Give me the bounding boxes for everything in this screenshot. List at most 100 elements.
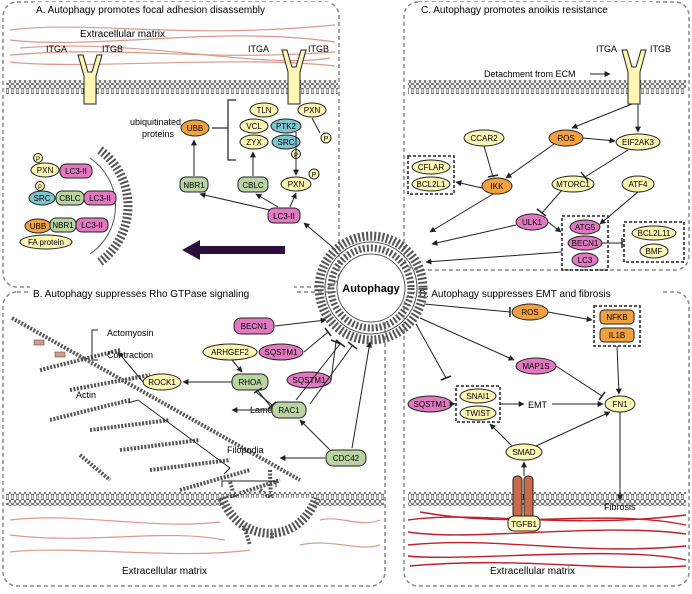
- ubiquitinated-label-1: ubiquitinated: [130, 117, 181, 127]
- panel-c-title: C. Autophagy promotes anoikis resistance: [421, 5, 608, 16]
- svg-text:P: P: [324, 136, 329, 143]
- svg-text:BCL2L1: BCL2L1: [417, 180, 446, 189]
- node-rac1: [271, 401, 307, 419]
- svg-text:FA protein: FA protein: [28, 238, 64, 247]
- node-lc3-a: [267, 207, 301, 224]
- panel-d-membrane: [408, 492, 686, 506]
- svg-text:TWIST: TWIST: [466, 409, 491, 418]
- panel-a-ecm-fibrils: [9, 24, 336, 67]
- svg-text:LC3-II: LC3-II: [89, 194, 111, 203]
- svg-text:ATF4: ATF4: [629, 180, 649, 189]
- node-smad: [505, 443, 543, 461]
- svg-text:PXN: PXN: [37, 166, 54, 175]
- panel-b-arrows: [117, 317, 373, 461]
- svg-text:RHOA: RHOA: [238, 378, 262, 387]
- svg-text:IL1B: IL1B: [609, 331, 625, 340]
- phagophore-arc: [97, 146, 133, 266]
- node-bcl2l1: [411, 176, 451, 192]
- svg-text:ROS: ROS: [557, 134, 574, 143]
- svg-text:BMF: BMF: [646, 247, 663, 256]
- svg-text:LC3-II: LC3-II: [273, 212, 295, 221]
- panel-b-membrane: [6, 492, 384, 506]
- svg-text:MTORC1: MTORC1: [556, 180, 590, 189]
- node-pxn: [280, 176, 312, 192]
- node-vcl: [239, 118, 269, 134]
- panel-b-ecm-label: Extracellular matrix: [122, 566, 207, 577]
- myosin-bundle: [33, 339, 45, 346]
- actomyosin-label-2: Contraction: [107, 350, 153, 360]
- svg-text:BECN1: BECN1: [241, 322, 268, 331]
- node-nfkb: [599, 309, 635, 325]
- svg-text:CDC42: CDC42: [333, 454, 360, 463]
- panel-d-ecm-fibrils: [407, 511, 687, 569]
- svg-text:UBB: UBB: [187, 124, 203, 133]
- svg-text:P: P: [36, 157, 40, 163]
- node-bcl2l11: [631, 225, 677, 241]
- panel-d-frame: [403, 291, 690, 587]
- cargo-pxn: [30, 162, 60, 178]
- panel-b-title: B. Autophagy suppresses Rho GTPase signa…: [33, 289, 249, 300]
- node-src: [271, 134, 301, 150]
- node-sqstm1-b1: [258, 343, 304, 361]
- svg-text:TGFB1: TGFB1: [511, 520, 537, 529]
- svg-text:LC3-II: LC3-II: [65, 167, 87, 176]
- filopodia-label: Filopodia: [227, 445, 264, 455]
- svg-text:ULK1: ULK1: [522, 218, 543, 227]
- big-arrow: [182, 240, 285, 260]
- cargo-lc3-3: [75, 217, 109, 233]
- node-arhgef2: [202, 343, 258, 361]
- svg-text:BECN1: BECN1: [572, 239, 599, 248]
- svg-text:ROS: ROS: [521, 308, 538, 317]
- svg-text:CBLC: CBLC: [59, 194, 81, 203]
- cargo-src: [28, 190, 56, 206]
- panel-c-membrane: [408, 80, 686, 94]
- fibrosis-label: Fibrosis: [604, 502, 636, 512]
- detachment-label: Detachment from ECM: [484, 69, 576, 79]
- ubiquitinated-label-2: proteins: [142, 129, 175, 139]
- svg-text:LC3: LC3: [578, 256, 593, 265]
- svg-text:SNAI1: SNAI1: [466, 392, 490, 401]
- integrin-right-a: [281, 49, 307, 105]
- svg-text:LC3-II: LC3-II: [81, 221, 103, 230]
- node-il1b: [599, 327, 635, 343]
- panel-a-ecm-label: Extracellular matrix: [80, 29, 165, 40]
- inflammatory-box: [593, 305, 641, 347]
- panel-d-ecm-label: Extracellular matrix: [490, 566, 575, 577]
- svg-text:SRC: SRC: [278, 138, 295, 147]
- tgfb1-receptor-right: [523, 475, 534, 519]
- node-tgfb1: [507, 515, 541, 532]
- svg-text:SRC: SRC: [34, 194, 51, 203]
- svg-text:SQSTM1: SQSTM1: [293, 376, 326, 385]
- node-becn1-b: [233, 317, 275, 335]
- cargo-lc3-2: [83, 190, 117, 206]
- node-atg5: [569, 219, 601, 235]
- itgb-label-c: ITGB: [650, 44, 671, 54]
- autophagy-label: Autophagy: [342, 283, 400, 295]
- svg-text:PTK2: PTK2: [276, 122, 297, 131]
- node-tln: [249, 102, 279, 118]
- node-cdc42: [325, 449, 367, 467]
- node-snai1: [459, 388, 497, 404]
- filopodia-invagination: [217, 496, 321, 538]
- svg-text:NBR1: NBR1: [183, 181, 205, 190]
- node-cblc-a: [237, 176, 269, 193]
- itga-label-c: ITGA: [596, 44, 617, 54]
- svg-text:UBB: UBB: [30, 222, 46, 231]
- complex-bracket: [227, 99, 236, 161]
- panel-a-title: A. Autophagy promotes focal adhesion dis…: [36, 5, 265, 16]
- svg-text:NFKB: NFKB: [606, 313, 627, 322]
- cargo-lc3-1: [59, 163, 93, 179]
- actomyosin-label-1: Actomyosin: [107, 328, 154, 338]
- actin-label: Actin: [76, 390, 96, 400]
- anti-apoptotic-box: [407, 155, 455, 195]
- node-zyx: [239, 134, 269, 150]
- emt-label: EMT: [528, 400, 548, 410]
- itgb-label-a1: ITGB: [102, 44, 123, 54]
- node-twist: [459, 405, 497, 421]
- svg-text:SQSTM1: SQSTM1: [265, 348, 298, 357]
- svg-text:ZYX: ZYX: [246, 138, 262, 147]
- integrin-left-a: [77, 54, 103, 105]
- node-bmf: [639, 243, 669, 259]
- svg-text:TLN: TLN: [256, 106, 271, 115]
